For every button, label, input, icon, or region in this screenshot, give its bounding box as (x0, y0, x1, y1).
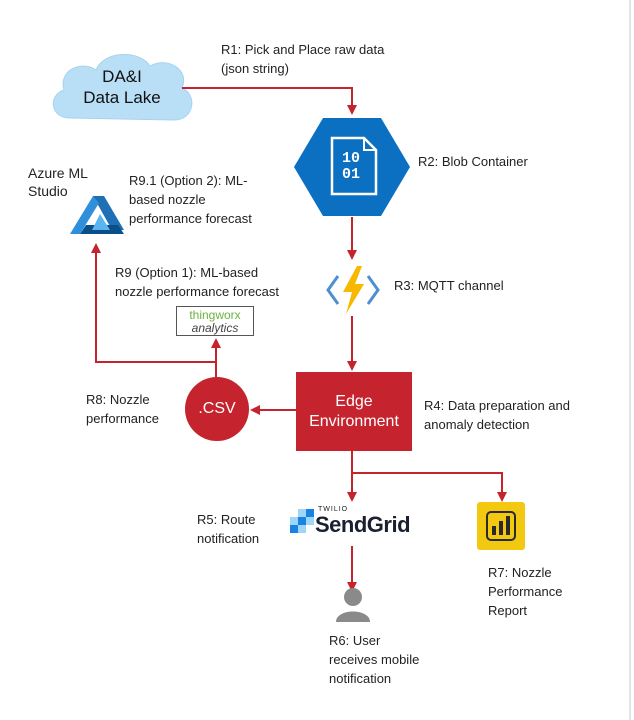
label-r3: R3: MQTT channel (394, 278, 504, 293)
azure-ml-icon (70, 196, 124, 234)
power-bi-icon (477, 502, 525, 550)
label-r4: R4: Data preparation and anomaly detecti… (424, 398, 570, 432)
thingworx-logo: thingworx analytics (176, 306, 254, 336)
label-r91: R9.1 (Option 2): ML- based nozzle perfor… (129, 173, 252, 226)
data-lake-label: DA&I Data Lake (83, 67, 161, 107)
label-r1: R1: Pick and Place raw data (json string… (221, 42, 385, 76)
thingworx-line2: analytics (191, 321, 239, 335)
label-r5: R5: Route notification (197, 512, 260, 546)
connector-r9 (91, 243, 217, 377)
connector-r1 (182, 87, 357, 115)
label-r9: R9 (Option 1): ML-based nozzle performan… (115, 265, 280, 299)
blob-storage-icon (294, 118, 410, 216)
connector-r7 (352, 472, 507, 502)
label-r8: R8: Nozzle performance (86, 392, 159, 426)
thingworx-line1: thingworx (189, 308, 241, 322)
azure-ml-label: Azure ML Studio (28, 165, 88, 199)
sendgrid-wordmark: SendGrid (315, 512, 411, 537)
sendgrid-logo (290, 509, 314, 533)
blob-icon-text: 10 01 (341, 150, 360, 183)
user-icon (336, 588, 370, 622)
label-r7: R7: Nozzle Performance Report (488, 565, 563, 618)
mqtt-function-icon (326, 266, 380, 314)
csv-node: .CSV (185, 377, 249, 441)
edge-environment-box: Edge Environment (296, 372, 412, 451)
label-r6: R6: User receives mobile notification (329, 633, 420, 686)
label-r2: R2: Blob Container (418, 154, 528, 169)
sendgrid-small-text: TWILIO (318, 506, 349, 513)
cloud-icon (53, 53, 193, 121)
